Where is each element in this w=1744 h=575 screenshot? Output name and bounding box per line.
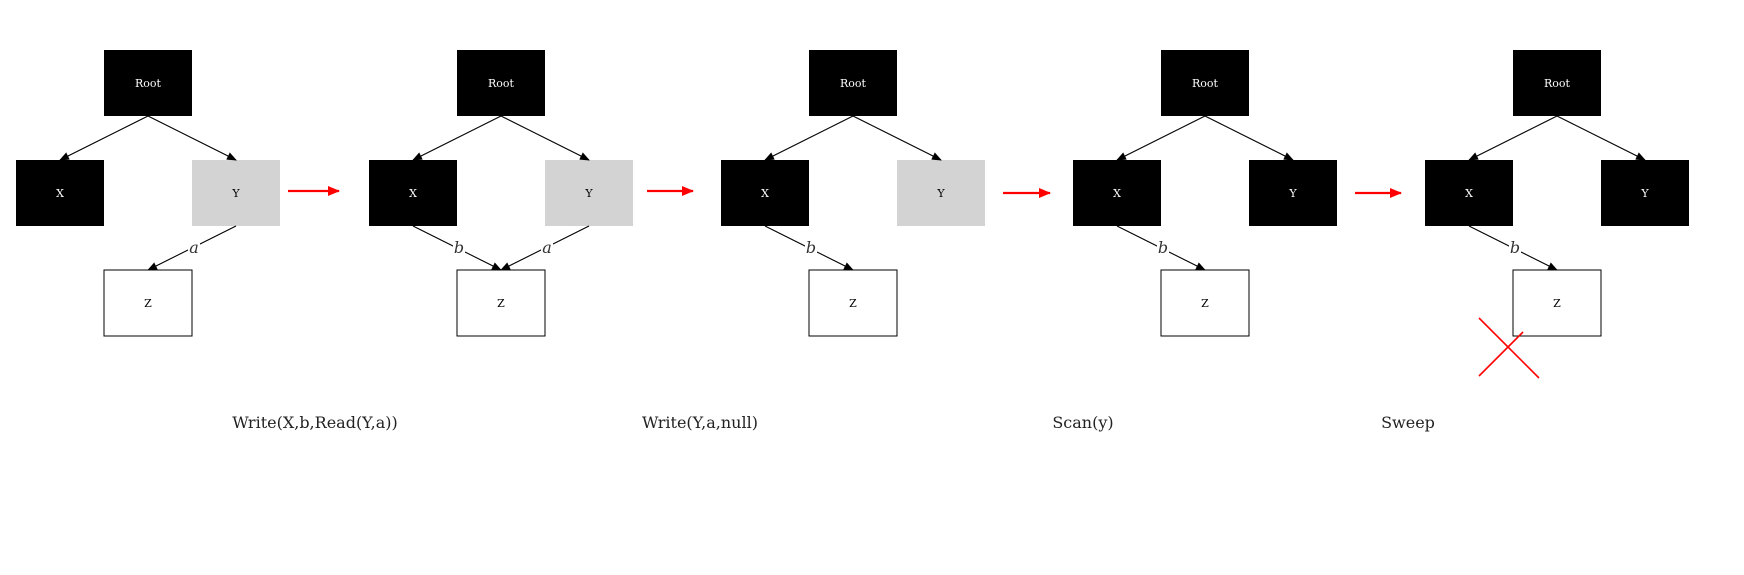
node-root-box (457, 50, 545, 116)
edge-root-y (852, 115, 942, 161)
edge-root-x (764, 115, 854, 161)
node-z: Z (808, 269, 898, 337)
caption-sweep: Sweep (1381, 413, 1435, 432)
edge-label-bg (805, 242, 817, 256)
node-root: Root (809, 50, 897, 116)
node-root-box (1161, 50, 1249, 116)
node-x-label: X (409, 187, 417, 200)
node-root-label: Root (1544, 77, 1571, 90)
caption-scan-y: Scan(y) (1052, 413, 1113, 432)
edge-root-y (500, 115, 590, 161)
node-root-box (104, 50, 192, 116)
edge-root-y (147, 115, 237, 161)
node-y: Y (1249, 160, 1337, 226)
node-y-box (1249, 160, 1337, 226)
node-root: Root (104, 50, 192, 116)
edge-root-y (1204, 115, 1294, 161)
caption-write-y-a-null: Write(Y,a,null) (642, 413, 758, 432)
node-y-label: Y (231, 187, 240, 200)
transition-arrows (288, 186, 1402, 198)
node-z-box (808, 269, 898, 337)
edge-root-y (1556, 115, 1646, 161)
node-x: X (721, 160, 809, 226)
node-z: Z (103, 269, 193, 337)
node-y: Y (192, 160, 280, 226)
node-y: Y (1601, 160, 1689, 226)
node-root-label: Root (135, 77, 162, 90)
edge-root-x (412, 115, 502, 161)
node-y-label: Y (936, 187, 945, 200)
node-x: X (1073, 160, 1161, 226)
node-root-label: Root (488, 77, 515, 90)
node-x: X (369, 160, 457, 226)
node-z-label: Z (497, 297, 505, 310)
node-root-box (1513, 50, 1601, 116)
node-root: Root (1513, 50, 1601, 116)
node-z-label: Z (144, 297, 152, 310)
node-x-box (16, 160, 104, 226)
captions: Write(X,b,Read(Y,a)) Write(Y,a,null) Sca… (232, 413, 1435, 432)
node-y-label: Y (1640, 187, 1649, 200)
node-z: Z (456, 269, 546, 337)
edge-label-bg (188, 242, 200, 256)
edge-label-b: b (1510, 238, 1520, 257)
node-root-box (809, 50, 897, 116)
node-x-box (1425, 160, 1513, 226)
edge-label-a: a (189, 238, 199, 257)
node-x-box (721, 160, 809, 226)
node-x: X (16, 160, 104, 226)
node-y-label: Y (584, 187, 593, 200)
node-x-label: X (1465, 187, 1473, 200)
edge-label-bg (1509, 242, 1521, 256)
node-y-label: Y (1288, 187, 1297, 200)
node-x-box (369, 160, 457, 226)
edge-label-a: a (542, 238, 552, 257)
node-y-box (545, 160, 633, 226)
caption-write-x-b-read-y-a: Write(X,b,Read(Y,a)) (232, 413, 398, 432)
node-z-label: Z (1553, 297, 1561, 310)
node-z: Z (1512, 269, 1602, 337)
edge-label-b: b (454, 238, 464, 257)
node-z-box (103, 269, 193, 337)
node-x: X (1425, 160, 1513, 226)
node-y-box (192, 160, 280, 226)
node-x-label: X (1113, 187, 1121, 200)
edge-label-b: b (806, 238, 816, 257)
edge-label-bg (453, 242, 465, 256)
node-z-label: Z (849, 297, 857, 310)
node-z-box (1512, 269, 1602, 337)
node-y: Y (897, 160, 985, 226)
node-y-box (897, 160, 985, 226)
node-root: Root (457, 50, 545, 116)
edge-label-bg (1157, 242, 1169, 256)
node-z: Z (1160, 269, 1250, 337)
edge-label-b: b (1158, 238, 1168, 257)
node-z-label: Z (1201, 297, 1209, 310)
node-root: Root (1161, 50, 1249, 116)
node-root-label: Root (1192, 77, 1219, 90)
node-y: Y (545, 160, 633, 226)
node-x-label: X (56, 187, 64, 200)
edge-label-bg (541, 242, 553, 256)
deleted-cross-icon (1478, 317, 1540, 379)
node-y-box (1601, 160, 1689, 226)
edge-root-x (1116, 115, 1206, 161)
node-z-box (1160, 269, 1250, 337)
edge-root-x (59, 115, 149, 161)
node-x-box (1073, 160, 1161, 226)
node-x-label: X (761, 187, 769, 200)
edge-root-x (1468, 115, 1558, 161)
node-root-label: Root (840, 77, 867, 90)
